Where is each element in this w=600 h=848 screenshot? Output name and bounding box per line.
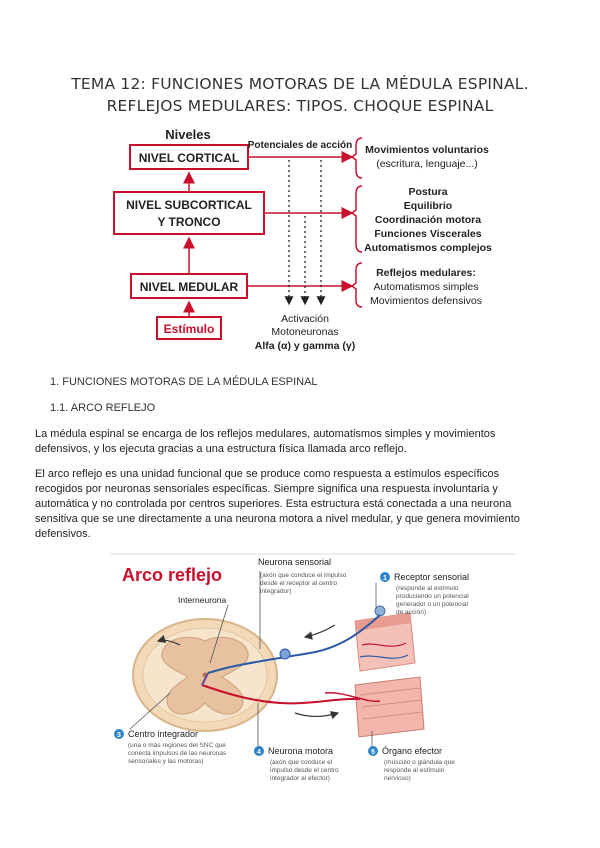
escritura-lenguaje: (escritura, lenguaje...) (376, 158, 478, 170)
page-title-line-1: TEMA 12: FUNCIONES MOTORAS DE LA MÉDULA … (71, 75, 529, 93)
neurona-sensorial-desc-1: (axón que conduce el impulso (260, 572, 347, 579)
section-heading-1-1: 1.1. ARCO REFLEJO (50, 402, 156, 414)
coordinacion-motora: Coordinación motora (375, 214, 481, 226)
estimulo-label: Estímulo (164, 322, 215, 336)
alfa-gamma-label: Alfa (α) y gamma (γ) (255, 340, 355, 352)
efector-desc-3: nervioso) (384, 775, 411, 782)
centro-desc-1: (una o más regiones del SNC que (128, 742, 226, 749)
interneuron-path (201, 672, 209, 686)
postura: Postura (408, 186, 447, 198)
muscle-effector-icon (324, 676, 425, 738)
neurona-sensorial-desc-3: integrador) (260, 588, 291, 595)
paragraph-1: La médula espinal se encarga de los refl… (35, 428, 496, 455)
nivel-cortical-label: NIVEL CORTICAL (139, 151, 239, 165)
nivel-subcortical-label-1: NIVEL SUBCORTICAL (126, 198, 252, 212)
automatismos-complejos: Automatismos complejos (364, 242, 492, 254)
automatismos-simples: Automatismos simples (373, 281, 478, 293)
receptor-desc-2: produciendo un potencial (396, 593, 469, 600)
interneurona-label: Interneurona (178, 595, 226, 605)
neurona-sensorial-desc-2: desde el receptor al centro (260, 580, 337, 587)
neurona-motora-label: Neurona motora (268, 746, 333, 756)
receptor-desc-3: generador o un potencial (396, 601, 468, 608)
nivel-cortical-box (129, 144, 249, 170)
motora-desc-1: (axón que conduce el (270, 759, 333, 766)
nivel-medular-box (130, 273, 248, 299)
receptor-desc-4: de acción) (396, 609, 426, 616)
niveles-label: Niveles (165, 127, 211, 142)
skin-receptor-icon (354, 605, 416, 672)
movimientos-defensivos: Movimientos defensivos (370, 295, 482, 307)
receptor-number-badge (380, 572, 390, 582)
motora-desc-3: integrador al efector) (270, 775, 330, 782)
arco-reflejo-illustration: Arco reflejo Neurona sensorial (axón que… (110, 553, 515, 791)
organo-efector-label: Órgano efector (382, 746, 442, 756)
mov-voluntarios: Movimientos voluntarios (365, 144, 489, 156)
activacion-label: Activación (281, 313, 329, 325)
neurona-sensorial-label: Neurona sensorial (258, 557, 331, 567)
potenciales-label: Potenciales de acción (248, 140, 353, 151)
arco-reflejo-title: Arco reflejo (122, 565, 222, 585)
sensory-neuron-path (207, 614, 381, 674)
spinal-cord-icon (132, 618, 278, 732)
bracket-cortical (350, 137, 363, 179)
efector-number: 5 (371, 749, 375, 756)
niveles-diagram: Niveles NIVEL CORTICAL NIVEL SUBCORTICAL… (113, 127, 492, 352)
centro-integrador-label: Centro integrador (128, 729, 198, 739)
receptor-number: 1 (383, 575, 387, 582)
nivel-medular-label: NIVEL MEDULAR (140, 280, 239, 294)
efector-desc-1: (músculo o glándula que (384, 759, 455, 766)
motora-desc-2: impulso desde el centro (270, 767, 339, 774)
centro-number-badge (114, 729, 124, 739)
reflejos-medulares: Reflejos medulares: (376, 267, 476, 279)
motora-number-badge (254, 746, 264, 756)
centro-desc-3: sensoriales y las motoras) (128, 758, 204, 765)
efector-number-badge (368, 746, 378, 756)
motor-neuron-path (201, 684, 361, 705)
centro-number: 3 (117, 732, 121, 739)
motora-number: 4 (257, 749, 261, 756)
bracket-medular (350, 262, 363, 308)
funciones-viscerales: Funciones Viscerales (374, 228, 481, 240)
receptor-sensorial-label: Receptor sensorial (394, 572, 469, 582)
estimulo-box (156, 316, 222, 340)
section-heading-1: 1. FUNCIONES MOTORAS DE LA MÉDULA ESPINA… (50, 376, 318, 388)
paragraph-2: El arco reflejo es una unidad funcional … (35, 468, 520, 540)
equilibrio: Equilibrio (404, 200, 452, 212)
nivel-subcortical-box (113, 191, 265, 235)
centro-desc-2: conecta impulsos de las neuronas (128, 750, 227, 757)
motoneuronas-label: Motoneuronas (271, 326, 338, 338)
bracket-subcortical (350, 185, 363, 253)
receptor-desc-1: (responde al estímulo (396, 585, 459, 592)
efector-desc-2: responde al estímulo (384, 767, 445, 774)
nivel-subcortical-label-2: Y TRONCO (157, 215, 220, 229)
page-title-line-2: REFLEJOS MEDULARES: TIPOS. CHOQUE ESPINA… (106, 97, 494, 115)
